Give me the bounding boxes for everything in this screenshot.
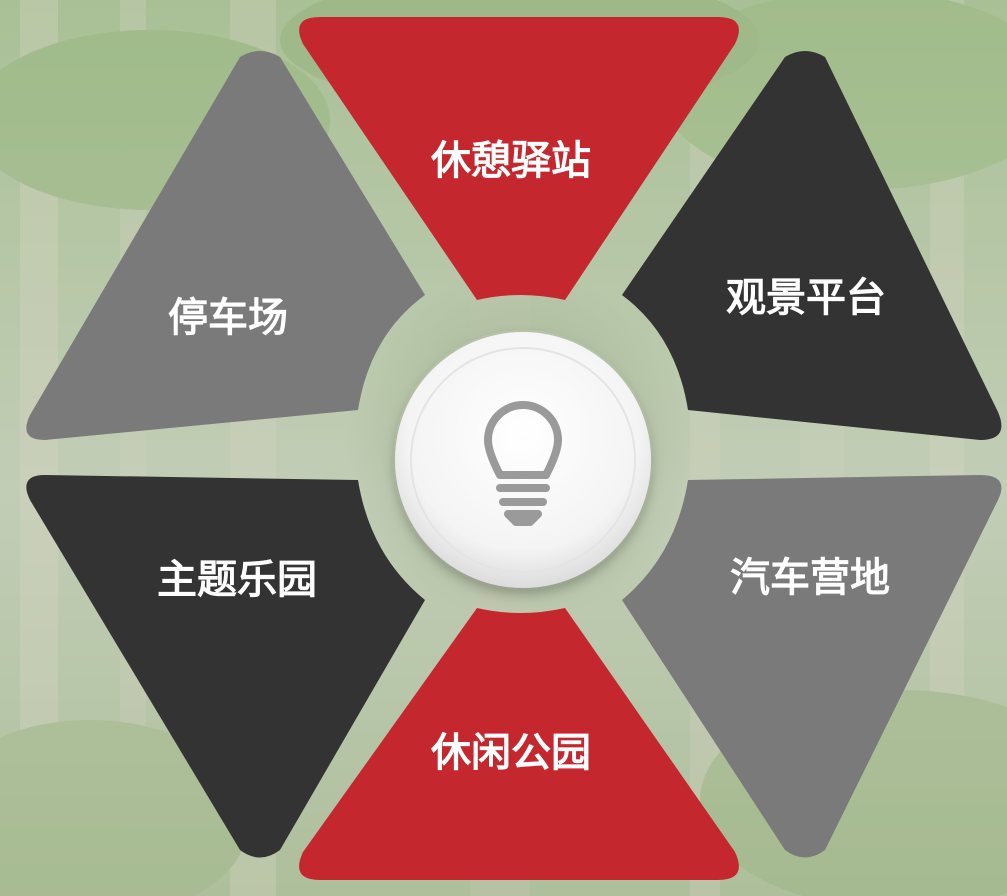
segment-bottom-label: 休闲公园 bbox=[430, 730, 591, 776]
segment-lower-right[interactable] bbox=[622, 475, 1002, 858]
segment-top-label: 休憩驿站 bbox=[430, 138, 591, 184]
segment-upper-right-label: 观景平台 bbox=[726, 275, 886, 321]
segment-bottom[interactable] bbox=[299, 608, 739, 880]
segment-upper-right[interactable] bbox=[622, 51, 1002, 440]
segment-lower-right-label: 汽车营地 bbox=[730, 555, 890, 601]
segment-top[interactable] bbox=[299, 17, 739, 300]
segment-lower-left[interactable] bbox=[26, 475, 426, 858]
segment-upper-left[interactable] bbox=[26, 51, 426, 440]
segment-upper-left-label: 停车场 bbox=[168, 295, 288, 341]
segment-lower-left-label: 主题乐园 bbox=[157, 557, 317, 603]
lightbulb-icon bbox=[484, 401, 562, 526]
center-button[interactable] bbox=[393, 330, 653, 590]
